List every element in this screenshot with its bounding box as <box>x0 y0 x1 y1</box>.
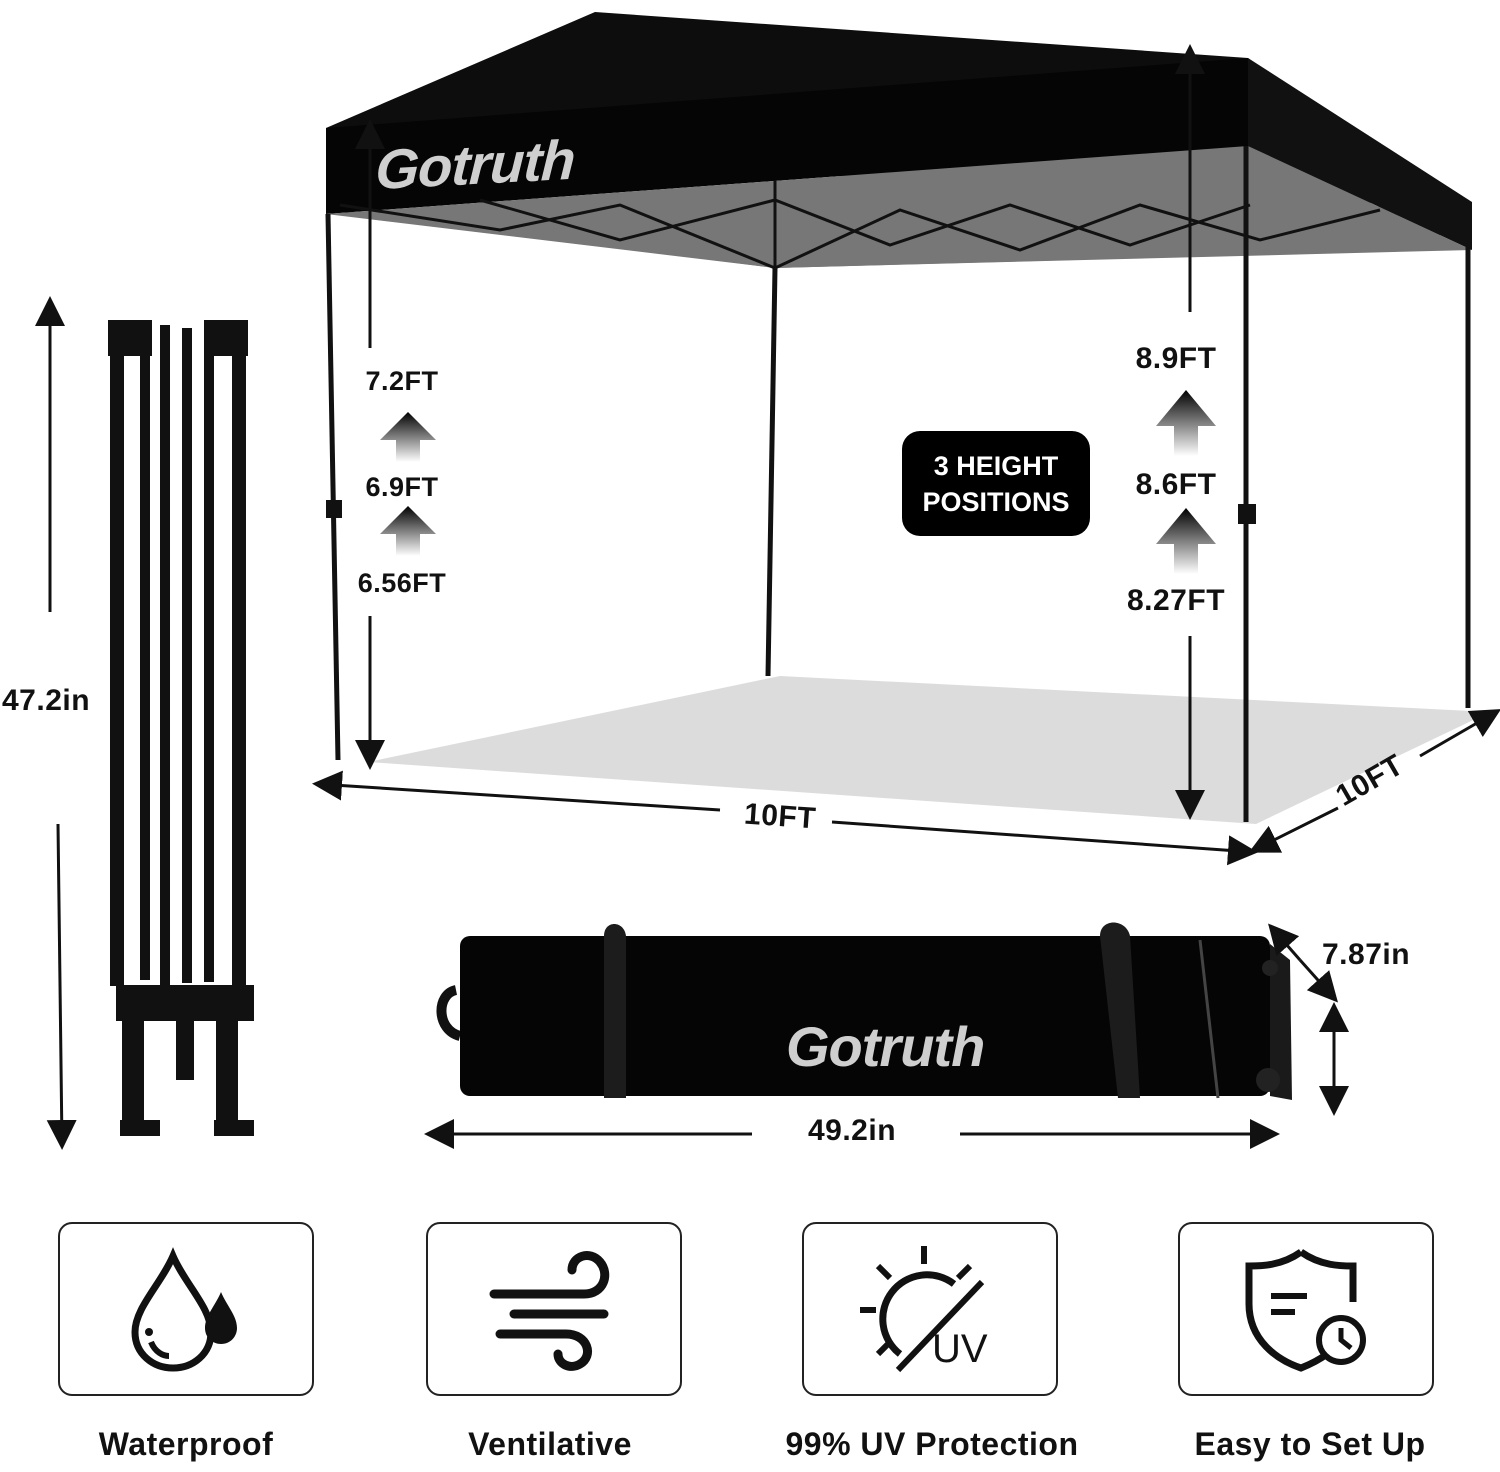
feature-label-uv: 99% UV Protection <box>785 1426 1079 1462</box>
up-arrow-icon <box>1156 508 1216 574</box>
feature-card-uv: UV <box>802 1222 1058 1396</box>
canopy-right-valance <box>1248 58 1472 250</box>
badge-line-1: 3 HEIGHT <box>933 450 1059 481</box>
feature-label-setup: Easy to Set Up <box>1194 1426 1426 1462</box>
feature-label-waterproof: Waterproof <box>98 1426 274 1462</box>
badge-line-2: POSITIONS <box>922 486 1070 517</box>
height-positions-badge: 3 HEIGHT POSITIONS <box>902 431 1090 536</box>
feature-card-waterproof <box>58 1222 314 1396</box>
up-arrow-icon <box>1156 390 1216 456</box>
uv-icon-text: UV <box>932 1327 988 1371</box>
canopy-legs <box>325 146 1471 822</box>
canopy-truss <box>339 180 1381 270</box>
feature-card-setup <box>1178 1222 1434 1396</box>
canopy-brand-logo: Gotruth <box>373 127 577 202</box>
bag-height-label: 7.87in <box>1322 938 1411 971</box>
folded-frame-height-arrows <box>35 296 77 1150</box>
canopy-front-valance <box>326 58 1248 214</box>
left-height-low: 6.56FT <box>357 568 447 598</box>
feature-label-ventilative: Ventilative <box>468 1426 632 1462</box>
right-height-low: 8.27FT <box>1126 584 1226 617</box>
ground-shadow <box>368 676 1490 824</box>
up-arrow-icon <box>380 412 436 462</box>
left-height-high: 7.2FT <box>365 366 439 396</box>
canopy-width-label: 10FT <box>742 797 818 836</box>
right-height-mid: 8.6FT <box>1135 468 1217 501</box>
bag-brand-logo: Gotruth <box>786 1015 985 1078</box>
shield-clock-icon <box>1245 1249 1366 1372</box>
wind-icon <box>489 1251 610 1371</box>
left-height-mid: 6.9FT <box>365 472 439 502</box>
up-arrow-icon <box>380 506 436 556</box>
right-height-high: 8.9FT <box>1135 342 1217 375</box>
feature-card-ventilative <box>426 1222 682 1396</box>
carry-bag-arrows <box>424 923 1349 1149</box>
water-drops-icon <box>131 1247 237 1372</box>
sun-uv-icon: UV <box>860 1246 988 1373</box>
bag-length-label: 49.2in <box>807 1114 897 1147</box>
carry-bag <box>436 922 1292 1100</box>
folded-height-label: 47.2in <box>2 684 91 717</box>
folded-frame <box>108 320 254 1136</box>
